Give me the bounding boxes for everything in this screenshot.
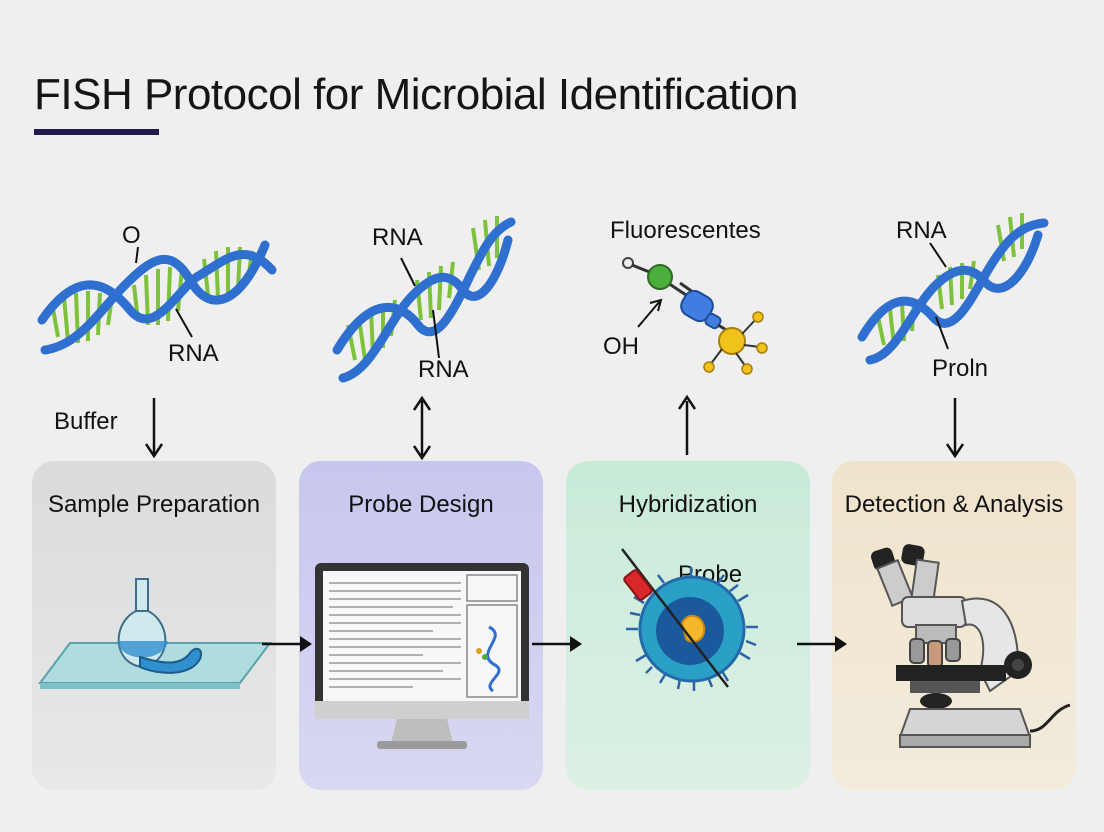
right-arrow-icon <box>532 636 582 652</box>
cell-probe-icon <box>621 548 758 691</box>
step-hybridization: Hybridization Probe <box>566 461 810 790</box>
microscope-icon <box>871 544 1071 748</box>
up-arrow-icon <box>677 394 697 455</box>
right-arrow-icon <box>797 636 847 652</box>
dna-helix-icon <box>332 216 516 383</box>
right-arrow-icon <box>262 636 312 652</box>
step-title: Detection & Analysis <box>844 491 1064 518</box>
dna-label-rna: RNA <box>372 224 423 251</box>
down-arrow-icon <box>945 398 965 459</box>
oh-label: OH <box>603 333 639 360</box>
page-title: FISH Protocol for Microbial Identificati… <box>34 70 798 119</box>
double-arrow-icon <box>412 395 432 461</box>
computer-monitor-icon <box>315 563 529 749</box>
step-title: Hybridization <box>618 491 758 518</box>
dna-label-rna: RNA <box>418 356 469 383</box>
dna-helix-icon <box>37 240 277 355</box>
fluorophore-molecule-icon <box>622 257 768 375</box>
fluorescentes-label: Fluorescentes <box>610 217 761 244</box>
dna-label-rna: RNA <box>896 217 947 244</box>
dna-label-proln: Proln <box>932 355 989 382</box>
down-arrow-icon <box>144 398 164 459</box>
step-title: Probe Design <box>348 491 494 518</box>
buffer-label: Buffer <box>54 408 118 435</box>
title-underline <box>34 129 159 135</box>
step-title: Sample Preparation <box>47 491 261 518</box>
step-detection-analysis: Detection & Analysis <box>832 461 1076 790</box>
dna-helix-icon <box>857 213 1049 365</box>
step-probe-design: Probe Design <box>299 461 543 790</box>
step-sample-preparation: Sample Preparation <box>32 461 276 790</box>
dna-label-rna: RNA <box>168 340 219 367</box>
dna-label-o: O <box>122 222 141 249</box>
slide-flask-icon <box>38 578 272 689</box>
